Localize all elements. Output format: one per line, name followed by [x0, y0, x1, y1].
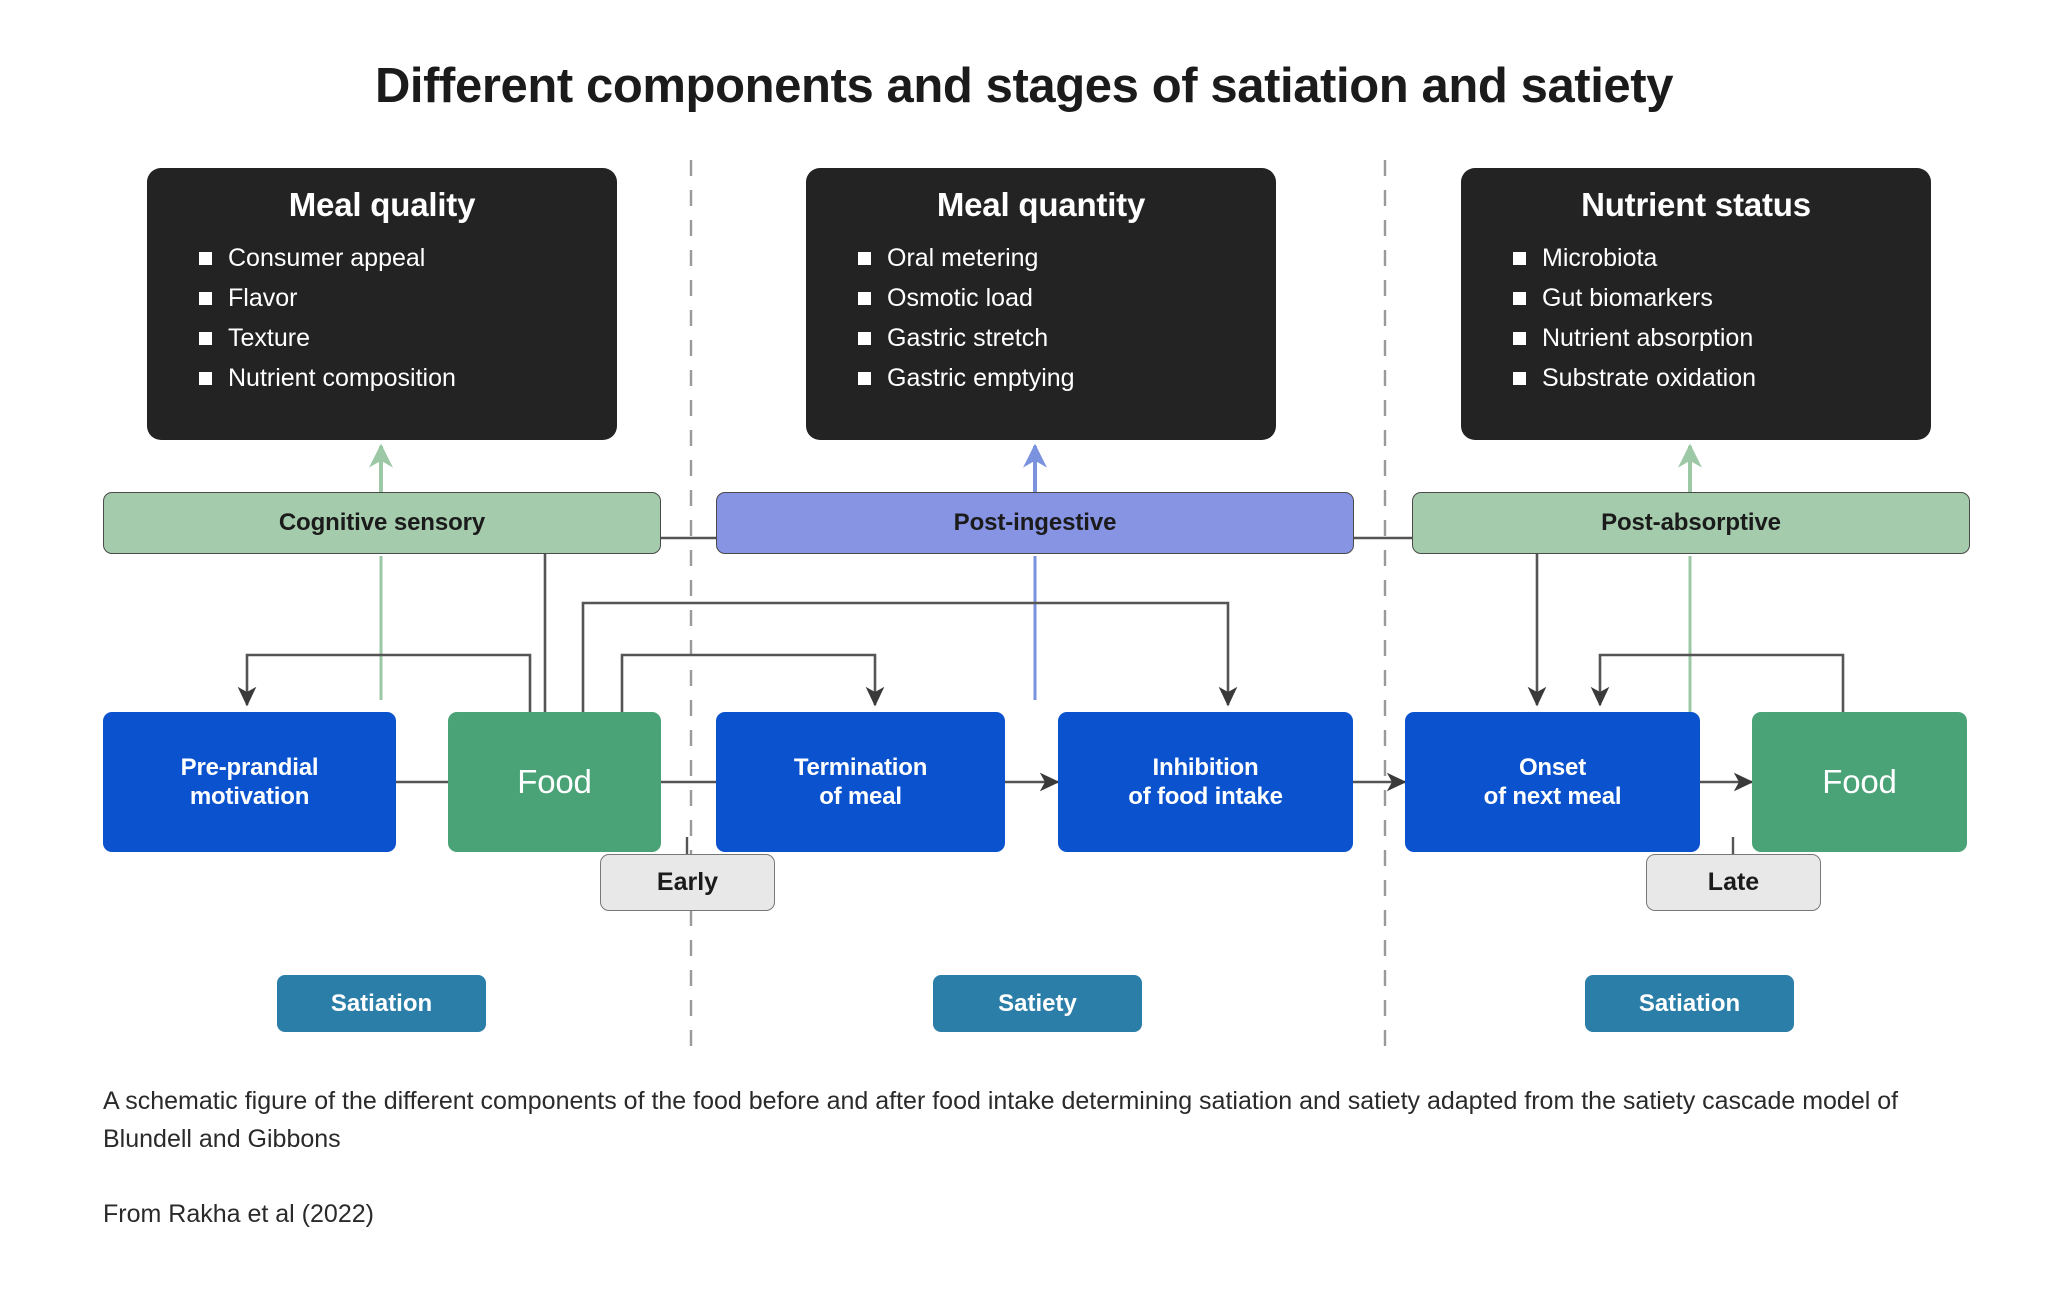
band-cognitive-sensory[interactable]: Cognitive sensory	[103, 492, 661, 554]
card-meal-quality: Meal quality Consumer appeal Flavor Text…	[147, 168, 617, 440]
list-item: Substrate oxidation	[1513, 358, 1931, 398]
square-bullet-icon	[858, 371, 871, 385]
wire-food2-to-onset	[1590, 653, 1845, 712]
square-bullet-icon	[858, 331, 871, 345]
list-item-label: Nutrient absorption	[1542, 324, 1754, 352]
page-title: Different components and stages of satia…	[374, 59, 1674, 113]
list-item-label: Substrate oxidation	[1542, 364, 1757, 392]
list-item-label: Osmotic load	[887, 284, 1033, 312]
list-item: Nutrient composition	[199, 358, 617, 398]
tag-satiation-right[interactable]: Satiation	[1585, 975, 1794, 1032]
chip-late[interactable]: Late	[1646, 854, 1821, 911]
list-item-label: Nutrient composition	[228, 364, 456, 392]
list-item-label: Microbiota	[1542, 244, 1658, 272]
list-item: Gastric emptying	[858, 358, 1276, 398]
list-item: Oral metering	[858, 238, 1276, 278]
square-bullet-icon	[1513, 251, 1526, 265]
square-bullet-icon	[199, 331, 212, 345]
list-item-label: Gastric emptying	[887, 364, 1075, 392]
node-pre-prandial-motivation[interactable]: Pre-prandial motivation	[103, 712, 396, 852]
card-nutrient-status: Nutrient status Microbiota Gut biomarker…	[1461, 168, 1931, 440]
list-item: Microbiota	[1513, 238, 1931, 278]
tag-satiation-left[interactable]: Satiation	[277, 975, 486, 1032]
list-item-label: Gut biomarkers	[1542, 284, 1713, 312]
node-food-late[interactable]: Food	[1752, 712, 1967, 852]
chip-early[interactable]: Early	[600, 854, 775, 911]
card-title: Nutrient status	[1581, 186, 1811, 223]
node-food-early[interactable]: Food	[448, 712, 661, 852]
tag-satiety[interactable]: Satiety	[933, 975, 1142, 1032]
square-bullet-icon	[199, 251, 212, 265]
figure-caption: A schematic figure of the different comp…	[103, 1087, 1899, 1153]
node-label: Onset of next meal	[1483, 753, 1622, 810]
list-item: Flavor	[199, 278, 617, 318]
square-bullet-icon	[1513, 331, 1526, 345]
wire-food-to-termination	[620, 653, 885, 712]
square-bullet-icon	[858, 251, 871, 265]
node-label: Inhibition of food intake	[1128, 753, 1283, 810]
node-label: Food	[517, 762, 592, 800]
list-item: Gut biomarkers	[1513, 278, 1931, 318]
wire-food-to-inhibition	[581, 601, 1238, 712]
figure-source: From Rakha et al (2022)	[103, 1200, 374, 1228]
node-label: Food	[1822, 762, 1897, 800]
list-item-label: Gastric stretch	[887, 324, 1049, 352]
list-item: Texture	[199, 318, 617, 358]
list-item: Consumer appeal	[199, 238, 617, 278]
card-title: Meal quantity	[936, 186, 1146, 223]
square-bullet-icon	[858, 291, 871, 305]
card-bullet-list: Consumer appeal Flavor Texture Nutrient …	[147, 238, 617, 398]
list-item: Nutrient absorption	[1513, 318, 1931, 358]
square-bullet-icon	[199, 371, 212, 385]
square-bullet-icon	[199, 291, 212, 305]
node-inhibition-of-food-intake[interactable]: Inhibition of food intake	[1058, 712, 1353, 852]
list-item-label: Oral metering	[887, 244, 1039, 272]
card-title: Meal quality	[288, 186, 476, 223]
band-post-absorptive[interactable]: Post-absorptive	[1412, 492, 1970, 554]
card-bullet-list: Oral metering Osmotic load Gastric stret…	[806, 238, 1276, 398]
square-bullet-icon	[1513, 371, 1526, 385]
band-post-ingestive[interactable]: Post-ingestive	[716, 492, 1354, 554]
node-label: Termination of meal	[793, 753, 928, 810]
node-termination-of-meal[interactable]: Termination of meal	[716, 712, 1005, 852]
wire-food-to-onset	[543, 536, 1547, 712]
list-item-label: Consumer appeal	[228, 244, 426, 272]
square-bullet-icon	[1513, 291, 1526, 305]
list-item: Osmotic load	[858, 278, 1276, 318]
card-bullet-list: Microbiota Gut biomarkers Nutrient absor…	[1461, 238, 1931, 398]
list-item: Gastric stretch	[858, 318, 1276, 358]
list-item-label: Texture	[228, 324, 310, 352]
list-item-label: Flavor	[228, 284, 298, 312]
wire-food-to-preprandial	[237, 653, 532, 712]
card-meal-quantity: Meal quantity Oral metering Osmotic load…	[806, 168, 1276, 440]
node-onset-of-next-meal[interactable]: Onset of next meal	[1405, 712, 1700, 852]
node-label: Pre-prandial motivation	[180, 753, 319, 810]
